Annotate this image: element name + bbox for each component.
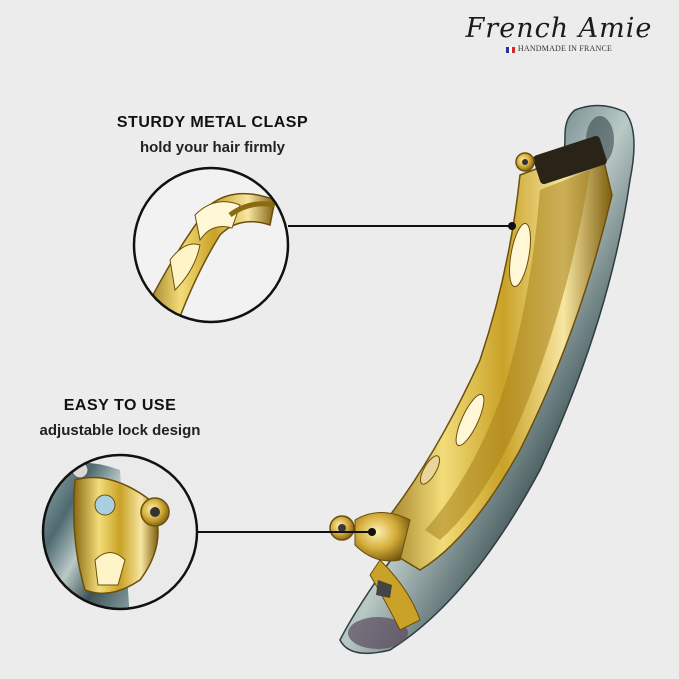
brand-tagline-row: HANDMADE IN FRANCE bbox=[459, 44, 659, 54]
french-flag-icon bbox=[505, 46, 515, 54]
feature-lock-title: EASY TO USE bbox=[63, 397, 177, 414]
brand-tagline: HANDMADE IN FRANCE bbox=[517, 44, 613, 53]
feature-clasp-subtitle: hold your hair firmly bbox=[139, 139, 286, 156]
brand-logo: French Amie HANDMADE IN FRANCE bbox=[459, 12, 659, 54]
brand-name: French Amie bbox=[465, 13, 653, 44]
feature-clasp-title: STURDY METAL CLASP bbox=[116, 114, 309, 131]
clasp-detail-circle bbox=[134, 168, 288, 322]
feature-lock-subtitle: adjustable lock design bbox=[39, 422, 201, 439]
lock-detail-circle bbox=[43, 455, 197, 609]
